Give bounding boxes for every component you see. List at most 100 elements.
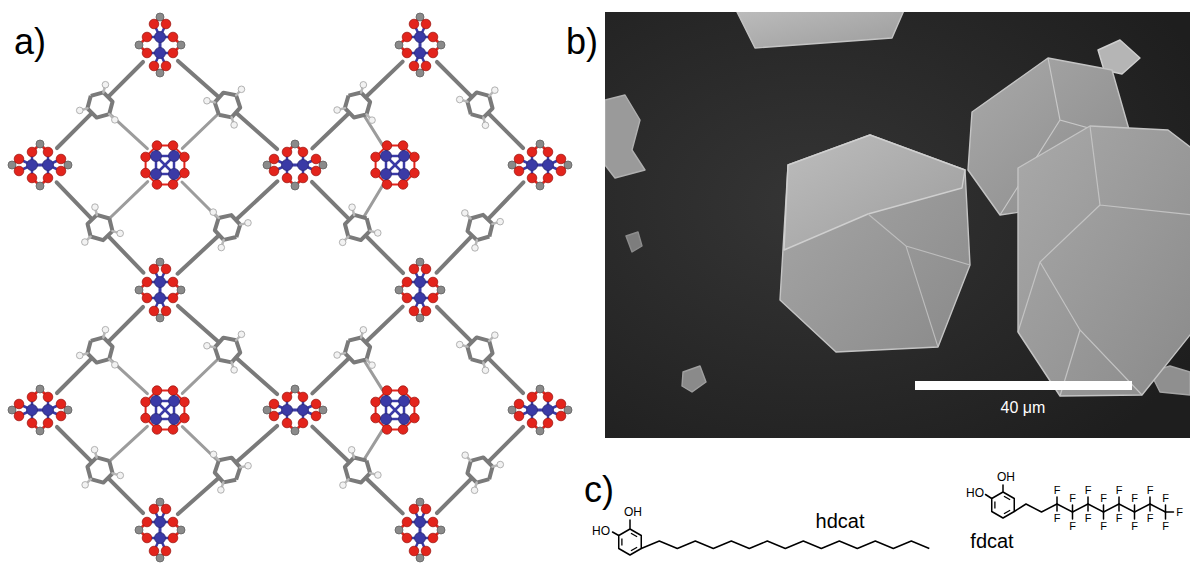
- atom-label: F: [1100, 493, 1107, 504]
- atom: [169, 414, 180, 425]
- atom: [291, 182, 299, 190]
- double-bond: [1004, 510, 1010, 514]
- bond: [489, 427, 523, 461]
- bond: [1166, 511, 1174, 513]
- atom: [155, 533, 166, 544]
- crystal-face: [784, 135, 965, 250]
- bond: [312, 427, 348, 461]
- bond: [237, 114, 277, 149]
- atom: [421, 61, 431, 71]
- bond: [178, 236, 218, 273]
- atom-label: F: [1085, 513, 1092, 524]
- atom: [169, 169, 180, 180]
- atom: [169, 151, 180, 162]
- atom: [311, 154, 321, 164]
- bond: [1134, 512, 1136, 519]
- hydrogen-atom: [462, 452, 469, 459]
- paddlewheel-cluster-end-on: [141, 141, 189, 189]
- hydrogen-atom: [375, 472, 382, 479]
- atom: [319, 406, 327, 414]
- atom: [543, 405, 554, 416]
- hydrogen-atom: [91, 446, 98, 453]
- atom: [168, 141, 178, 151]
- hydrogen-atom: [482, 367, 489, 374]
- atom-label: F: [1054, 485, 1061, 496]
- bond: [629, 520, 631, 529]
- atom: [311, 166, 321, 176]
- bond: [237, 426, 277, 461]
- atom: [410, 413, 420, 423]
- atom: [27, 405, 38, 416]
- hydrogen-atom: [492, 332, 499, 339]
- bond: [1165, 512, 1167, 519]
- atom: [508, 161, 516, 169]
- atom: [36, 427, 44, 435]
- bond: [178, 61, 218, 96]
- bond: [437, 237, 471, 273]
- atom: [409, 306, 419, 316]
- atom: [56, 399, 66, 409]
- bond: [364, 116, 382, 145]
- atom: [269, 399, 279, 409]
- alkyl-chain: [641, 541, 929, 549]
- debris: [605, 95, 645, 178]
- atom: [402, 48, 412, 58]
- panel-label: b): [566, 24, 598, 60]
- hydrogen-atom: [497, 218, 504, 225]
- atom: [402, 277, 412, 287]
- panel-label: a): [14, 24, 46, 60]
- hydrogen-atom: [102, 326, 109, 333]
- bond: [1103, 512, 1105, 519]
- atom: [43, 160, 54, 171]
- atom: [161, 306, 171, 316]
- atom: [298, 418, 308, 428]
- bond: [437, 62, 471, 96]
- sem-image: [605, 12, 1190, 438]
- atom: [149, 61, 159, 71]
- bond: [489, 182, 523, 218]
- atom-label: F: [1069, 521, 1076, 532]
- atom: [421, 19, 431, 29]
- paddlewheel-cluster: [8, 385, 72, 435]
- atom: [141, 413, 151, 423]
- benzene-ring: [992, 492, 1015, 518]
- hydrogen-atom: [369, 362, 376, 369]
- atom: [14, 154, 24, 164]
- atom: [155, 277, 166, 288]
- atom: [156, 13, 164, 21]
- atom: [399, 414, 410, 425]
- atom: [399, 396, 410, 407]
- hydrogen-atom: [231, 122, 238, 129]
- bond: [110, 426, 148, 461]
- bond: [1002, 485, 1004, 492]
- bond: [312, 114, 348, 148]
- hydrogen-atom: [112, 117, 119, 124]
- atom: [149, 19, 159, 29]
- atom: [64, 406, 72, 414]
- atom: [536, 385, 544, 393]
- bond: [57, 182, 91, 218]
- atom: [263, 161, 271, 169]
- atom: [398, 180, 408, 190]
- atom: [409, 264, 419, 274]
- crystal-edge: [868, 214, 970, 347]
- hydrogen-atom: [462, 210, 469, 217]
- atom: [151, 414, 162, 425]
- atom: [395, 41, 403, 49]
- bond: [364, 430, 382, 459]
- atom: [415, 32, 426, 43]
- paddlewheel-cluster: [508, 385, 572, 435]
- hydrogen-atom: [218, 487, 225, 494]
- atom-label: HO: [966, 487, 984, 499]
- bond: [1056, 504, 1058, 511]
- atom: [152, 425, 162, 435]
- atom: [152, 180, 162, 190]
- atom: [152, 141, 162, 151]
- bond: [237, 181, 277, 218]
- atom: [428, 517, 438, 527]
- atom: [269, 166, 279, 176]
- atom: [395, 286, 403, 294]
- atom: [27, 392, 37, 402]
- atom: [291, 385, 299, 393]
- hydrogen-atom: [360, 327, 367, 334]
